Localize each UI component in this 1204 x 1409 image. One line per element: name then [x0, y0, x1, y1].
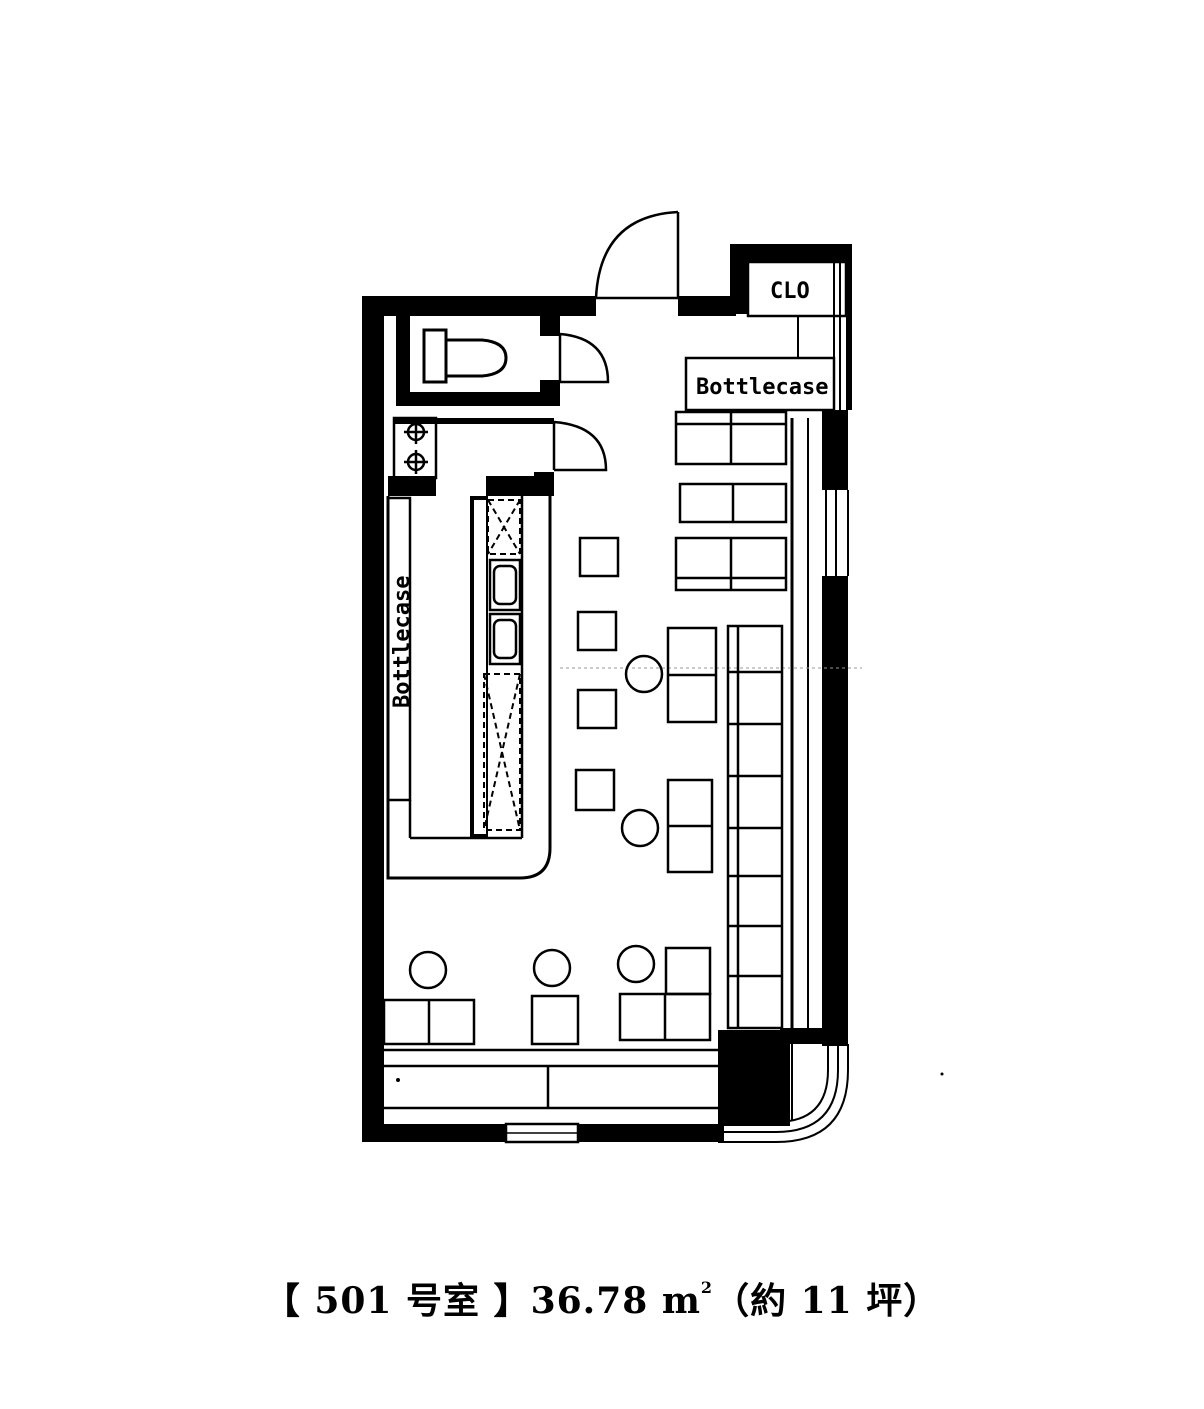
- toilet-icon: [422, 328, 508, 384]
- closet-label: CLO: [770, 279, 810, 304]
- outer-walls: [362, 244, 852, 1142]
- window-right: [790, 418, 849, 1028]
- corner-window: [718, 1044, 849, 1143]
- bottlecase-top: Bottlecase: [684, 356, 836, 412]
- stove-icon: [392, 416, 438, 480]
- kitchen: Bottlecase: [386, 416, 608, 880]
- fridge-hidden-lines: [483, 499, 521, 831]
- room-number: 501 号室: [314, 1280, 480, 1322]
- bracket-close: 】: [493, 1280, 531, 1322]
- toilet-room: [396, 314, 610, 406]
- seating: [382, 410, 788, 1046]
- tsubo-value: （約 11 坪）: [713, 1280, 941, 1322]
- entrance-door: [594, 210, 680, 300]
- bottlecase-top-label: Bottlecase: [696, 375, 828, 400]
- area-unit-sup: 2: [700, 1278, 714, 1297]
- front-counter: [384, 1048, 718, 1144]
- sink-icons: [488, 558, 522, 666]
- area-value: 36.78 m: [530, 1280, 701, 1322]
- bottlecase-left-label: Bottlecase: [390, 576, 415, 708]
- bracket-open: 【: [263, 1280, 301, 1322]
- floor-plan-caption: 【 501 号室 】36.78 m2（約 11 坪）: [0, 1272, 1204, 1324]
